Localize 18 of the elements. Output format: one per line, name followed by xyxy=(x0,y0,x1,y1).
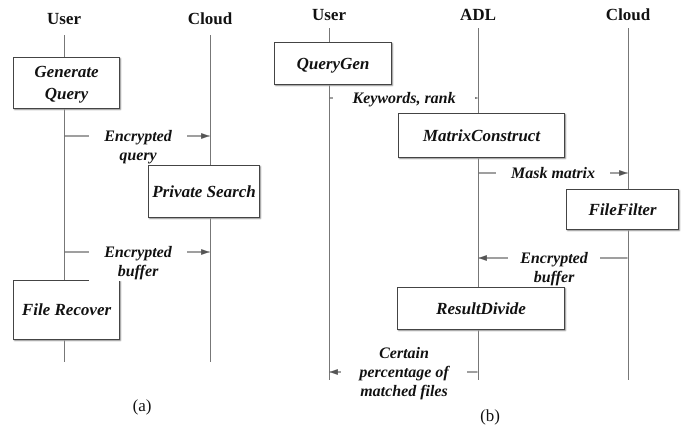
process-box: Private Search xyxy=(148,165,260,218)
lifeline-header: User xyxy=(312,6,346,24)
process-box: ResultDivide xyxy=(397,287,565,330)
process-box: File Recover xyxy=(13,280,120,340)
process-box: MatrixConstruct xyxy=(398,113,565,158)
lifeline-header: Cloud xyxy=(606,6,650,24)
panel-label: (b) xyxy=(480,406,500,426)
edge-label: Certain percentage of matched files xyxy=(341,344,467,400)
edge-label: Encrypted buffer xyxy=(89,242,187,280)
lifeline-header: ADL xyxy=(460,6,496,24)
panel-label: (a) xyxy=(132,396,152,416)
process-box: Generate Query xyxy=(13,57,120,109)
process-box: FileFilter xyxy=(566,189,679,230)
lifeline-header: User xyxy=(47,10,81,28)
lifeline-header: Cloud xyxy=(188,10,232,28)
edge-label: Encrypted buffer xyxy=(508,248,600,286)
process-box: QueryGen xyxy=(274,42,392,85)
edge-label: Encrypted query xyxy=(89,126,187,164)
